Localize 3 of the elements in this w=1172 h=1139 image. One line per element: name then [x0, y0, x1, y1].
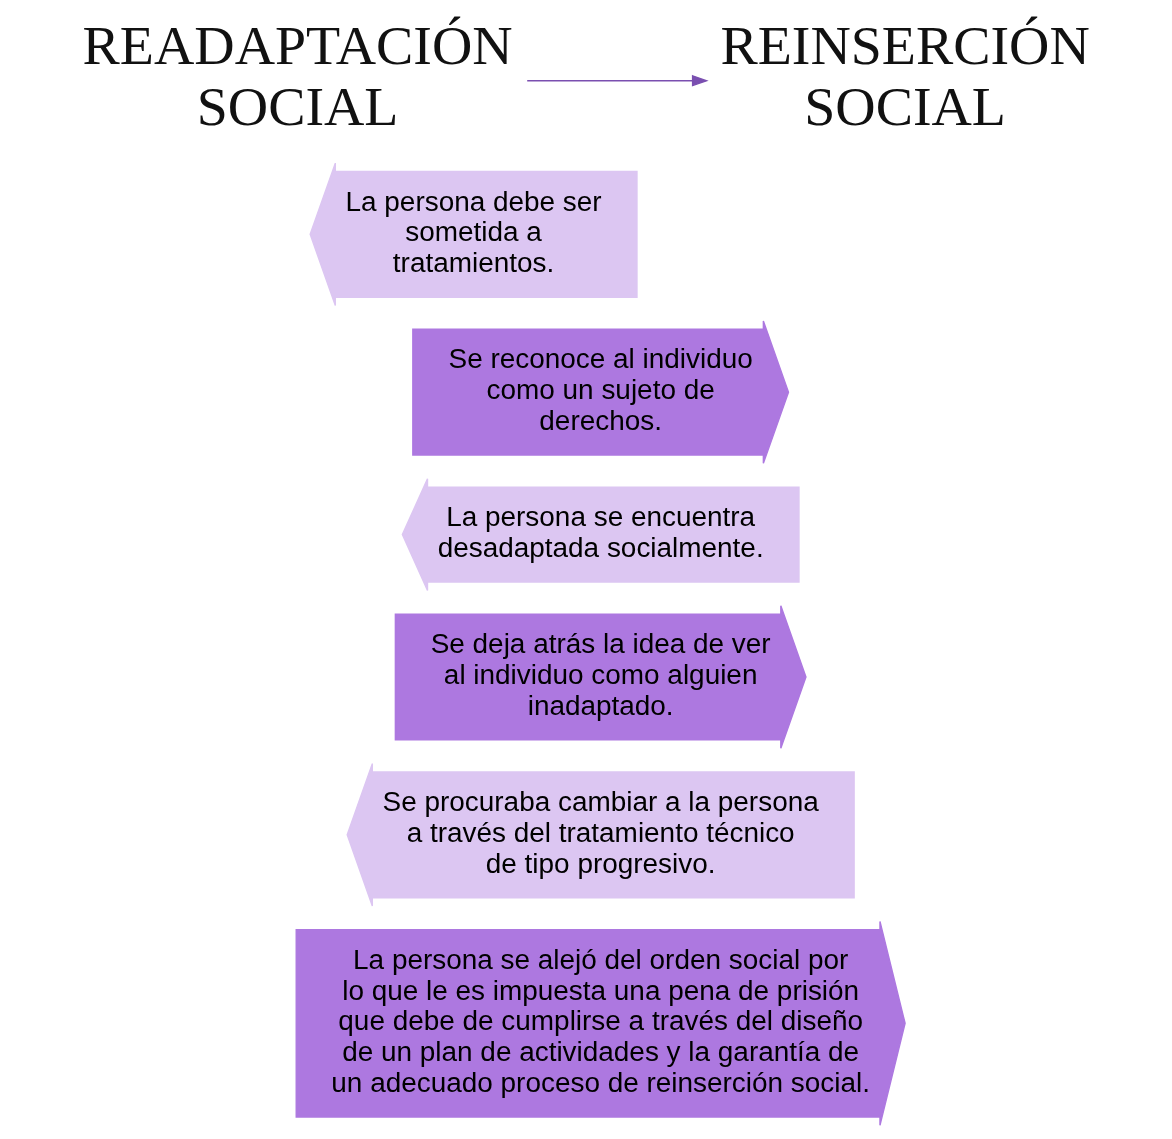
- arrow: [526, 74, 709, 87]
- node-text: REINSERCIÓN SOCIAL: [720, 13, 1090, 138]
- node-text: READAPTACIÓN SOCIAL: [82, 13, 513, 138]
